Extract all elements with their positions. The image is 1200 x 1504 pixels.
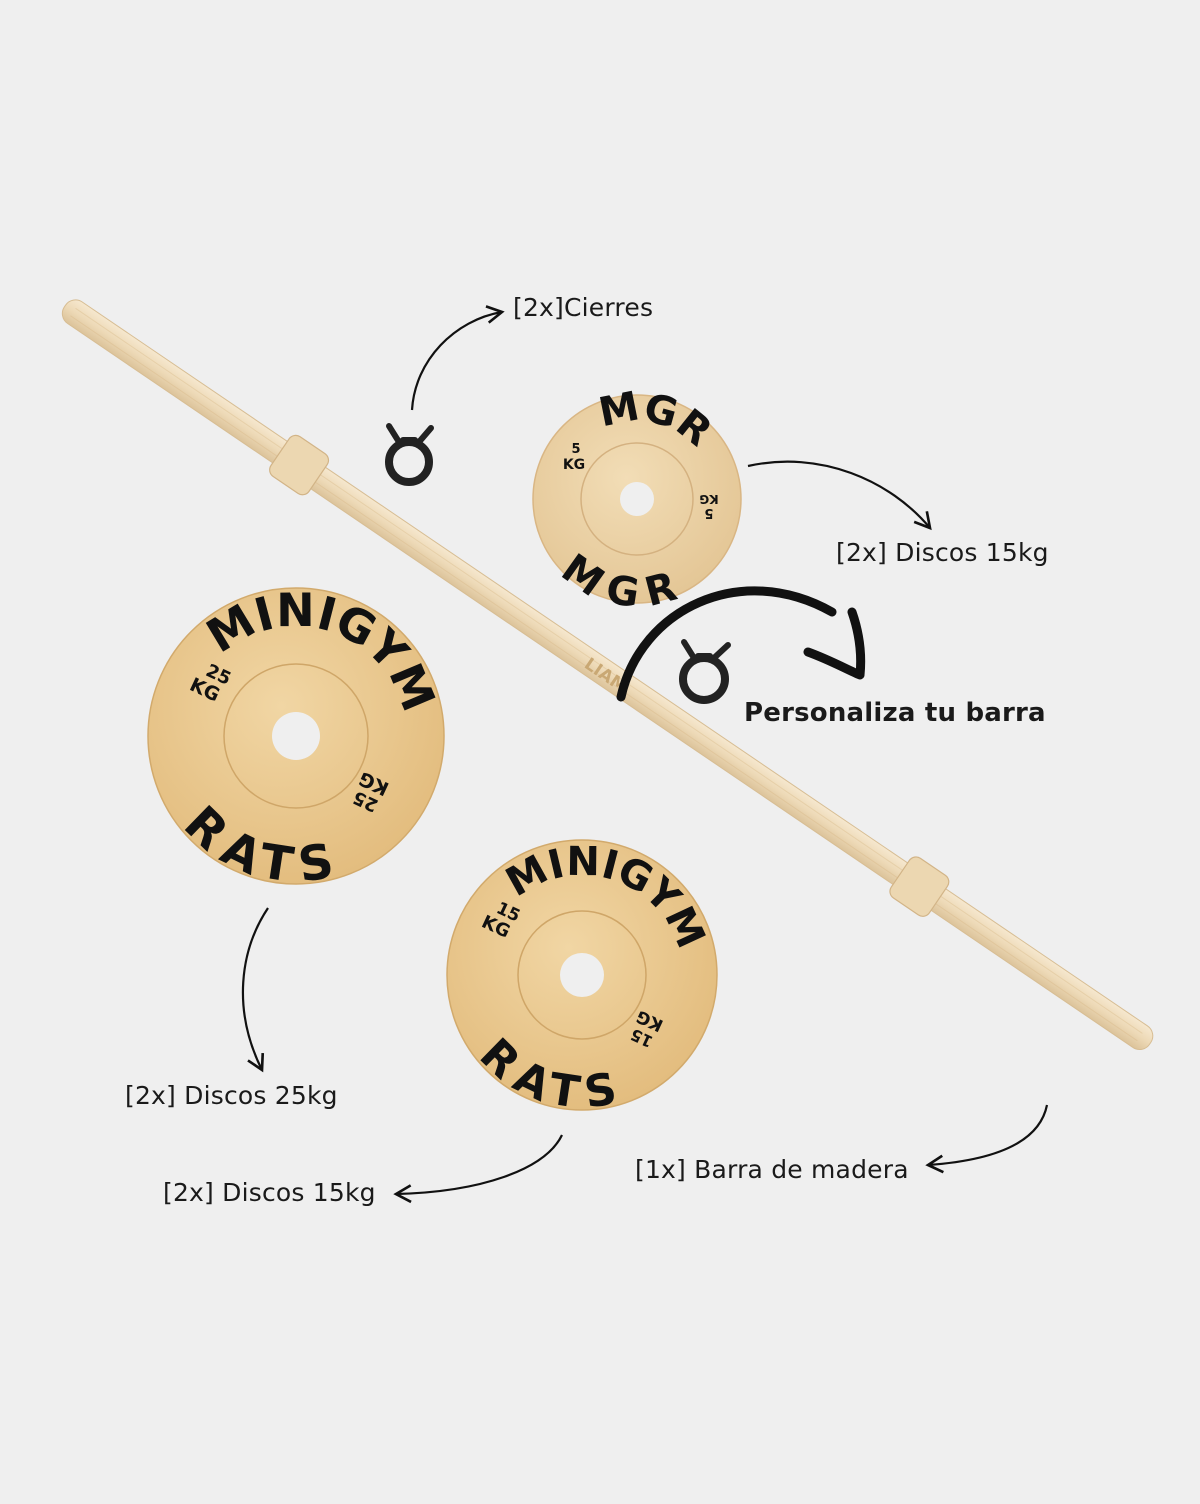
plate-small-num: 5 — [571, 442, 580, 457]
label-clips: [2x]Cierres — [513, 293, 654, 322]
label-discs-25: [2x] Discos 25kg — [125, 1081, 338, 1110]
plate-small-unit: KG — [563, 457, 585, 473]
arrow-discs-15 — [393, 1134, 563, 1204]
label-personalize: Personaliza tu barra — [744, 698, 1046, 728]
plate-small-unit-2: KG — [699, 492, 718, 506]
arrow-clips — [410, 305, 505, 411]
arrow-bar — [925, 1104, 1049, 1174]
arrow-discs-top — [747, 460, 932, 531]
plate-medium: MINIGYM RATS 15 KG 15 KG — [446, 810, 732, 1137]
arrow-personalize-head — [803, 607, 866, 680]
plate-large: MINIGYM RATS 25 KG 25 KG — [147, 549, 468, 913]
arrow-personalize — [616, 586, 837, 702]
clip-icon — [679, 639, 731, 704]
label-bar: [1x] Barra de madera — [635, 1155, 909, 1184]
label-discs-top: [2x] Discos 15kg — [836, 538, 1049, 567]
bar-collar-left — [269, 434, 330, 496]
label-discs-15: [2x] Discos 15kg — [163, 1178, 376, 1207]
plate-small: MGR MGR 5 KG 5 KG — [532, 374, 742, 628]
arrow-discs-25 — [241, 907, 269, 1073]
bar-collar-right — [889, 856, 950, 917]
clip-icon — [385, 423, 434, 486]
plate-small-num-2: 5 — [704, 505, 713, 520]
